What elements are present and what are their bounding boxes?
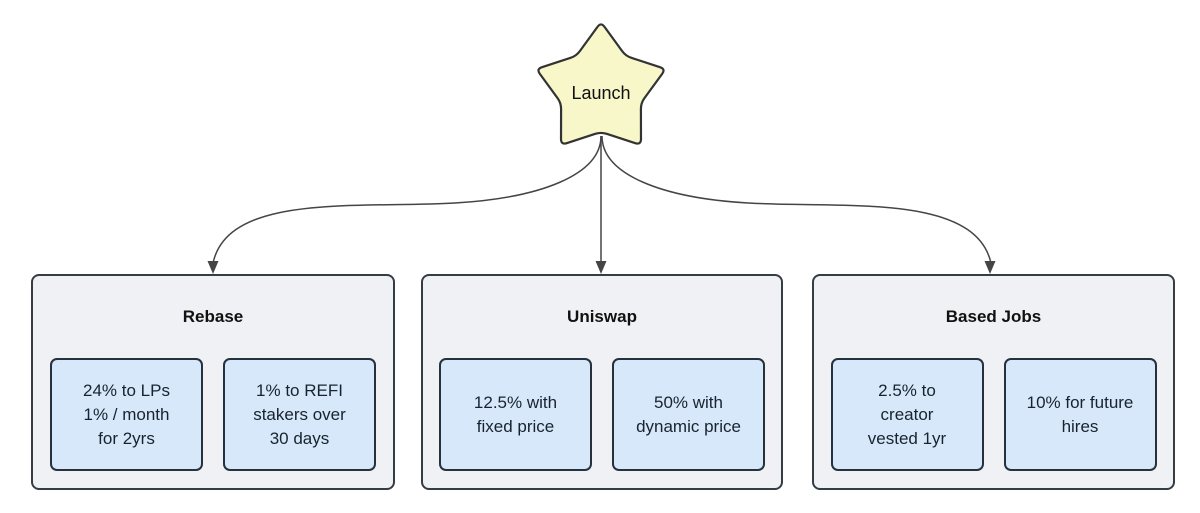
connector-launch-to-rebase xyxy=(212,135,602,262)
group-uniswap: Uniswap 12.5% with fixed price 50% with … xyxy=(421,274,783,490)
connector-launch-to-basedjobs xyxy=(601,135,992,262)
item-line: for 2yrs xyxy=(98,428,155,448)
item-line: vested 1yr xyxy=(867,428,947,448)
group-uniswap-title: Uniswap xyxy=(567,307,637,326)
item-line: hires xyxy=(1061,416,1099,436)
group-rebase: Rebase 24% to LPs 1% / month for 2yrs 1%… xyxy=(31,274,395,490)
arrowhead-rebase xyxy=(207,261,219,274)
item-fixed-price: 12.5% with fixed price xyxy=(439,358,592,471)
item-refi-stakers: 1% to REFI stakers over 30 days xyxy=(223,358,376,471)
arrowhead-basedjobs xyxy=(984,261,996,274)
arrowhead-uniswap xyxy=(595,261,607,274)
item-line: dynamic price xyxy=(636,416,741,436)
item-line: 10% for future xyxy=(1026,392,1134,412)
item-line: creator xyxy=(880,404,934,424)
item-line: 30 days xyxy=(269,428,330,448)
item-line: 24% to LPs xyxy=(83,380,170,400)
item-line: stakers over xyxy=(253,404,346,424)
launch-star-icon xyxy=(537,23,665,145)
item-line: 2.5% to xyxy=(878,380,936,400)
group-rebase-title: Rebase xyxy=(182,307,244,326)
group-based-jobs-title: Based Jobs xyxy=(945,307,1042,326)
group-uniswap-items: 12.5% with fixed price 50% with dynamic … xyxy=(423,358,781,471)
group-rebase-items: 24% to LPs 1% / month for 2yrs 1% to REF… xyxy=(33,358,393,471)
group-based-jobs-items: 2.5% to creator vested 1yr 10% for futur… xyxy=(814,358,1173,471)
item-line: 1% / month xyxy=(83,404,170,424)
item-lps-rebase: 24% to LPs 1% / month for 2yrs xyxy=(50,358,203,471)
item-line: 12.5% with xyxy=(473,392,558,412)
item-line: fixed price xyxy=(476,416,555,436)
item-future-hires: 10% for future hires xyxy=(1003,358,1157,471)
item-line: 50% with xyxy=(654,392,723,412)
group-based-jobs: Based Jobs 2.5% to creator vested 1yr 10… xyxy=(812,274,1175,490)
item-dynamic-price: 50% with dynamic price xyxy=(612,358,765,471)
item-creator-vesting: 2.5% to creator vested 1yr xyxy=(830,358,984,471)
item-line: 1% to REFI xyxy=(256,380,343,400)
launch-node-label: Launch xyxy=(571,83,631,103)
